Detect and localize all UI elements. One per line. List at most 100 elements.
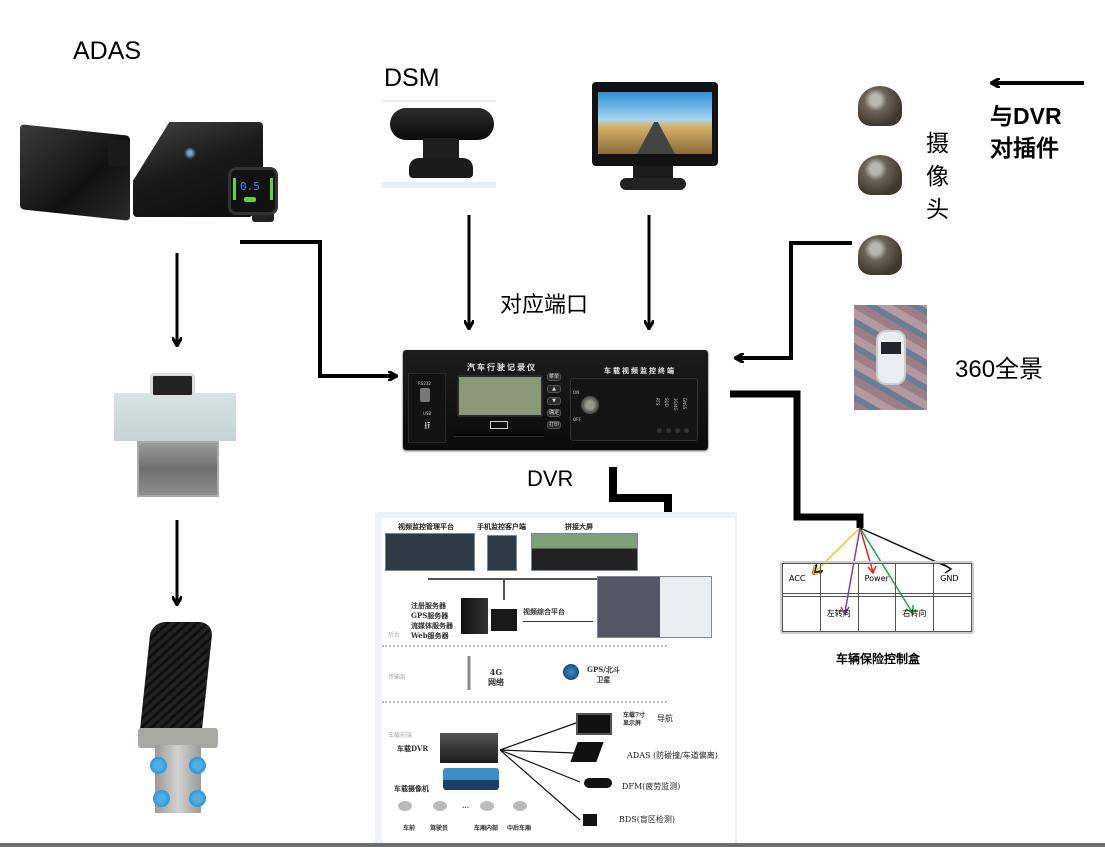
pedal-pad	[138, 622, 214, 742]
dvr-ok-button[interactable]: 确定	[547, 409, 561, 417]
network-label-line2: 网络	[488, 677, 504, 687]
control-box-row: ACC Power GND	[782, 563, 972, 594]
peripheral-display-line1: 车载7寸	[623, 712, 646, 719]
led-sdd	[666, 428, 671, 433]
ecu-connector	[150, 373, 195, 398]
valve-port-icon	[153, 790, 170, 807]
card-slot-icon	[490, 421, 508, 429]
server-tower-icon	[461, 598, 488, 634]
camera-label-char: 头	[926, 196, 949, 222]
dome-camera-icon	[858, 86, 902, 126]
camera-position-cabin: 车厢内部	[474, 825, 499, 832]
dvr-print-button[interactable]: 打印	[547, 421, 561, 429]
valve-port-icon	[150, 757, 167, 774]
usb-port-label: USB	[423, 411, 432, 416]
wire-dvr-to-control-box	[730, 390, 864, 528]
network-label: 4G 网络	[488, 667, 504, 687]
bottom-border	[0, 843, 1105, 847]
camera-position-front: 车前	[403, 825, 416, 832]
peripheral-bds-label: BDS(盲区检测)	[619, 815, 676, 824]
vehicle-cameras-label: 车载摄像机	[394, 784, 429, 793]
camera-position-rear: 中后车厢	[507, 825, 532, 832]
dvr-key-lock[interactable]	[581, 396, 599, 414]
video-wall-image	[531, 533, 638, 571]
led-rts	[657, 428, 662, 433]
dvr-port-panel	[408, 373, 446, 443]
caption-mobile-client: 手机监控客户端	[477, 522, 526, 531]
camera-position-ellipsis: …	[462, 801, 469, 810]
control-box-cell	[819, 563, 859, 594]
led-label: 3G/4G	[673, 398, 678, 411]
peripheral-nav-label: 导航	[657, 714, 673, 723]
camera-label: 摄 像 头	[926, 127, 949, 226]
panorama-car-window	[881, 342, 901, 354]
control-box-cell: 左转向	[819, 595, 859, 633]
dvr-menu-button[interactable]: 菜单	[547, 373, 561, 381]
dvr-down-button[interactable]: ▼	[547, 397, 561, 405]
peripheral-display-line2: 显示屏	[623, 720, 642, 727]
control-box-cell	[857, 595, 897, 633]
usb-icon: ⭿	[424, 421, 431, 432]
control-box-cell	[895, 563, 935, 594]
plug-note-line2: 对插件	[990, 135, 1059, 161]
platform-panel	[382, 518, 735, 847]
camera-rear-icon	[513, 801, 527, 811]
dvr-lcd-screen	[457, 375, 543, 417]
dvr-label: DVR	[527, 466, 574, 491]
control-box-cell	[782, 595, 821, 633]
rs232-port	[420, 388, 430, 402]
network-label-line1: 4G	[489, 667, 503, 677]
ecu-top-plate	[114, 393, 236, 441]
valve-port-icon	[189, 757, 206, 774]
caption-monitoring-platform: 视频监控管理平台	[398, 522, 454, 531]
peripheral-dfm-icon	[584, 778, 612, 788]
peripheral-dfm-label: DFM(疲劳监测)	[622, 782, 681, 791]
link-adas	[500, 749, 575, 754]
peripheral-display-label: 车载7寸 显示屏	[623, 712, 645, 728]
led-label: GNSS	[682, 398, 687, 410]
satellite-label: GPS/北斗 卫星	[587, 665, 620, 685]
ecu-heatsink	[137, 441, 219, 497]
plug-note-line1: 与DVR	[990, 103, 1062, 129]
dome-camera-icon	[858, 235, 902, 275]
vehicle-dvr-label: 车载DVR	[397, 744, 429, 753]
control-box-cell: Power	[857, 563, 897, 594]
dvr-up-button[interactable]: ▲	[547, 385, 561, 393]
dsm-camera-base	[409, 158, 473, 178]
platform-uplink	[503, 578, 505, 600]
led-gnss	[684, 428, 689, 433]
plug-note: 与DVR 对插件	[990, 100, 1062, 164]
adas-label: ADAS	[73, 37, 142, 65]
camera-label-char: 摄	[926, 130, 949, 156]
led-3g4g	[675, 428, 680, 433]
camera-cabin-icon	[480, 801, 494, 811]
layer-backend: 后台	[388, 632, 401, 639]
panorama-label: 360全景	[955, 356, 1044, 383]
server-gps: GPS服务器	[411, 611, 449, 620]
camera-position-driver: 驾驶员	[430, 825, 449, 832]
link-display	[500, 722, 577, 751]
adas-display-car-icon	[244, 197, 256, 202]
dome-camera-icon	[858, 155, 902, 195]
dsm-camera-head	[390, 108, 494, 140]
integrated-platform-label: 视频综合平台	[523, 607, 565, 616]
camera-front-icon	[398, 801, 412, 811]
cell-tower-icon	[461, 656, 477, 690]
integrated-platform-icon	[491, 609, 517, 631]
mobile-client-screenshot	[487, 535, 517, 571]
server-list: 注册服务器 GPS服务器 流媒体服务器 Web服务器	[411, 601, 453, 641]
layer-vehicle: 车载前端	[388, 732, 413, 739]
layer-divider	[382, 701, 667, 703]
led-label: RTS	[655, 398, 660, 406]
caption-video-wall: 拼接大屏	[565, 522, 593, 531]
integrated-platform-screenshot	[597, 576, 712, 638]
panorama-car	[876, 330, 906, 385]
control-box-title: 车辆保险控制盒	[836, 652, 921, 666]
server-streaming: 流媒体服务器	[411, 621, 453, 630]
layer-transport: 传输层	[388, 674, 407, 681]
adas-display-value: 0.5	[240, 180, 260, 193]
link-dfm	[500, 749, 581, 783]
adas-display	[228, 167, 278, 215]
camera-driver-icon	[433, 801, 447, 811]
peripheral-adas-label: ADAS (防碰撞/车道偏离)	[627, 751, 718, 760]
